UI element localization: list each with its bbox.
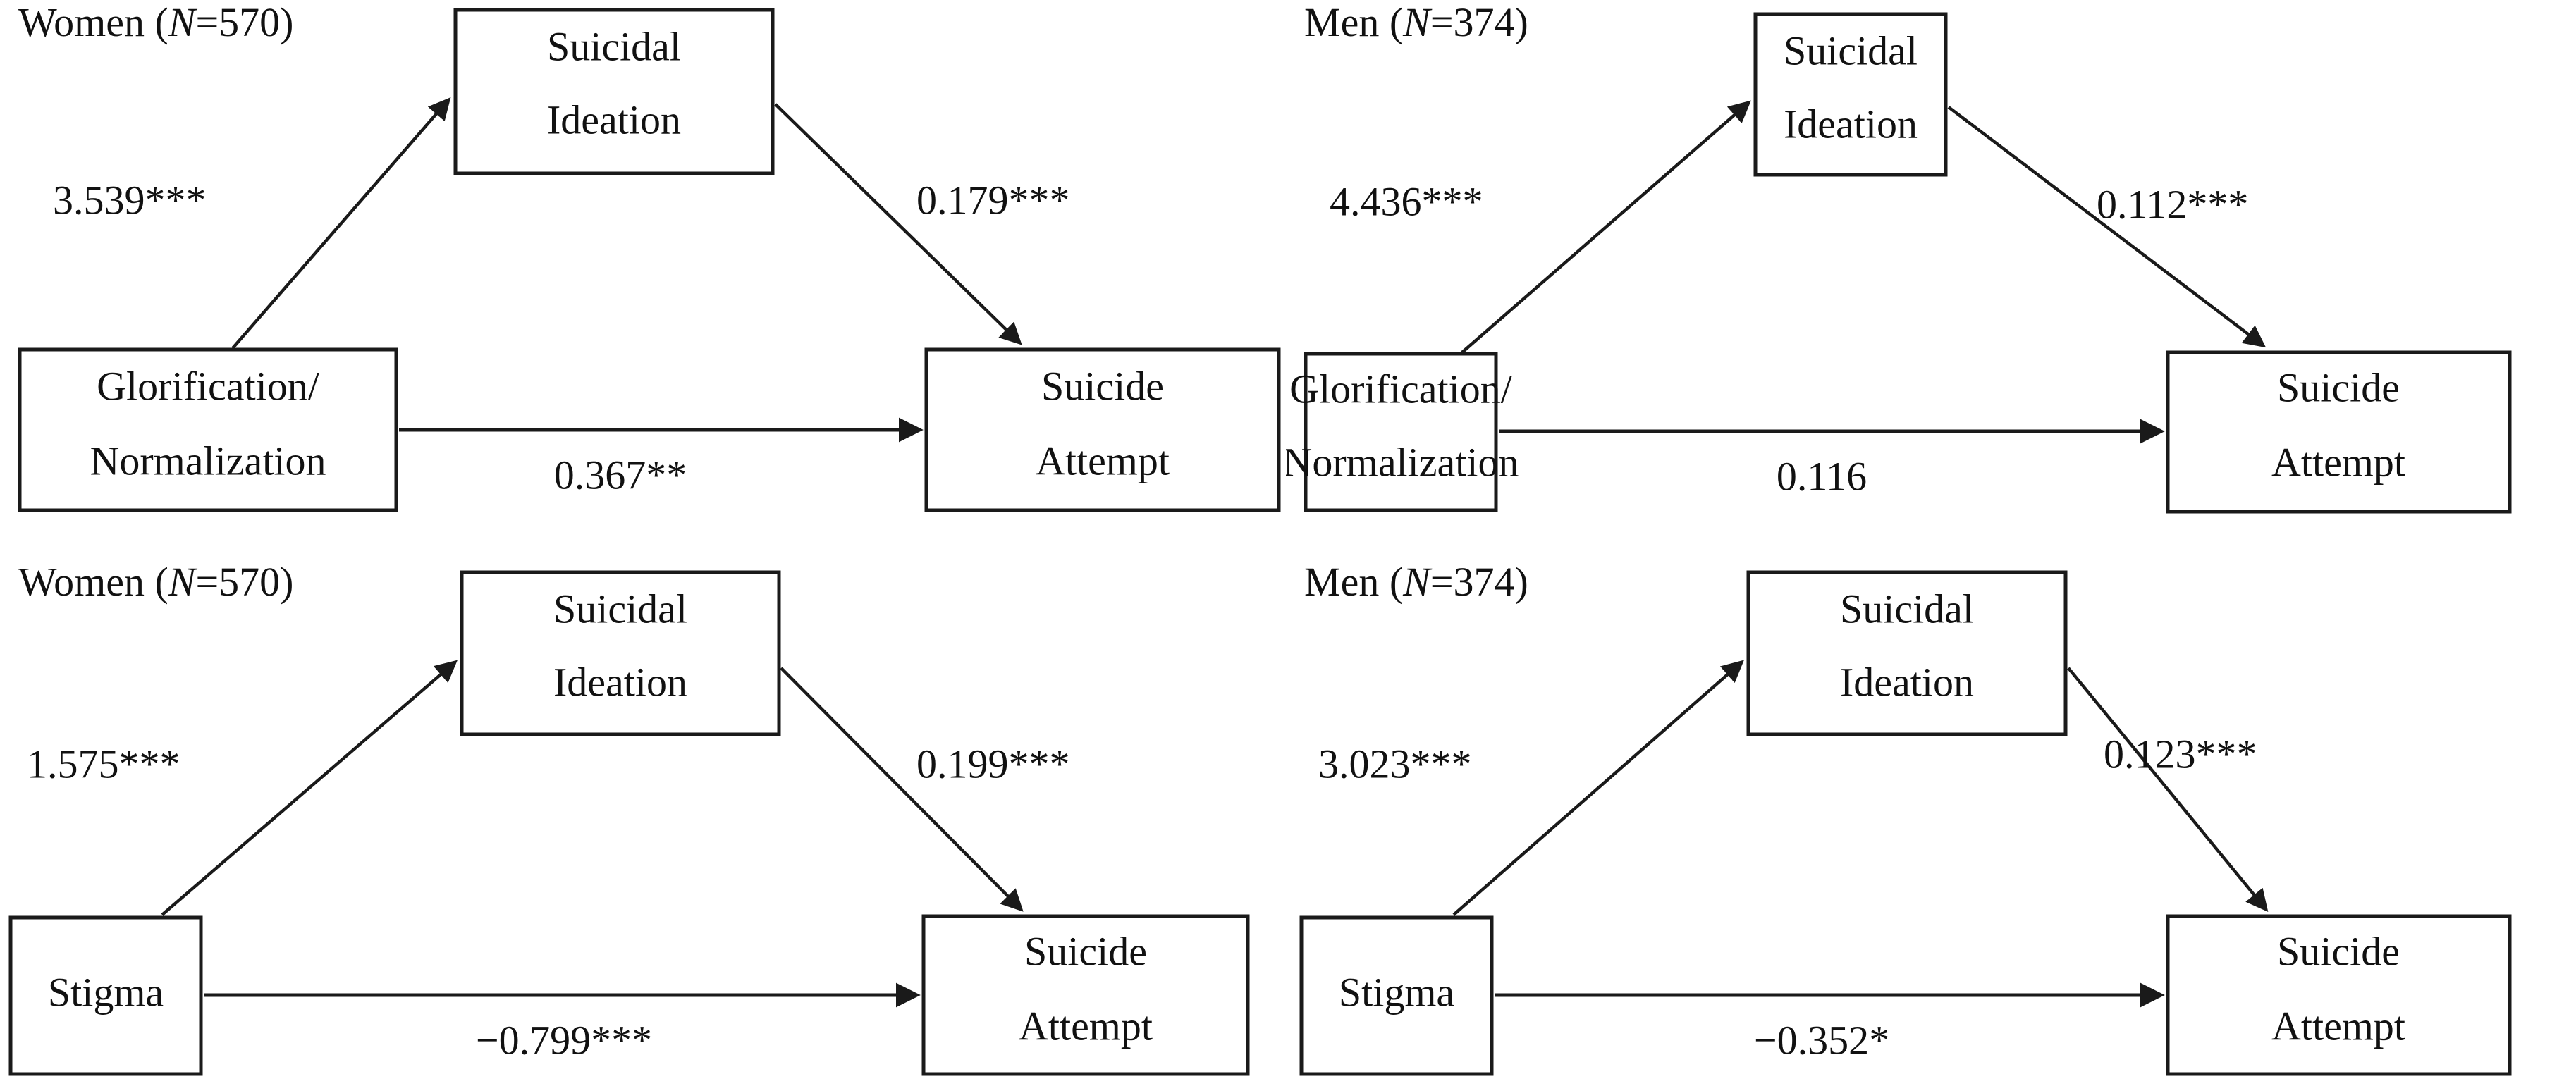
panel-1-path-b-arrow xyxy=(774,103,1022,345)
panel-3-path-c-label: −0.799*** xyxy=(476,1017,652,1063)
panel-2-path-a-label: 4.436*** xyxy=(1330,178,1483,224)
panel-4-outcome-label-line2: Attempt xyxy=(2271,1003,2405,1049)
panel-2-predictor-label-line2: Normalization xyxy=(1286,439,1519,485)
panel-1-path-a-arrow xyxy=(231,97,451,350)
panel-4-title-suffix: =374) xyxy=(1430,559,1528,605)
panel-4-outcome-label-line1: Suicide xyxy=(2277,928,2400,974)
panel-1-title: Women (N=570) xyxy=(18,0,294,45)
panel-3-outcome-label-line1: Suicide xyxy=(1024,928,1147,974)
panel-4-mediator-label-line2: Ideation xyxy=(1840,659,1974,705)
panel-1-title-italic-n: N xyxy=(168,0,198,45)
panel-2-outcome-box xyxy=(2166,350,2512,514)
panel-2-title-suffix: =374) xyxy=(1430,0,1528,45)
panel-3-mediator-label-line2: Ideation xyxy=(553,659,687,705)
panel-3-predictor-box xyxy=(8,915,203,1076)
panel-2-outcome-label-line2: Attempt xyxy=(2271,439,2405,485)
panel-2-mediator-label-line1: Suicidal xyxy=(1784,27,1918,73)
panel-4-path-c-label: −0.352* xyxy=(1754,1017,1889,1063)
panel-4-path-a-arrow xyxy=(1452,660,1744,916)
panel-1-predictor-label-line1: Glorification/ xyxy=(97,363,320,409)
panel-2-mediator-box xyxy=(1753,12,1948,177)
panel-4-mediator-box xyxy=(1746,570,2068,736)
panel-1-mediator-label-line1: Suicidal xyxy=(547,23,681,69)
panel-2-path-b-label: 0.112*** xyxy=(2097,181,2248,227)
panel-4-title: Men (N=374) xyxy=(1304,559,1528,605)
panel-4-title-prefix: Men ( xyxy=(1304,559,1403,605)
panel-2-path-c-label: 0.116 xyxy=(1777,453,1867,499)
panel-men-stigma: Men (N=374) Suicidal Ideation Stigma Sui… xyxy=(1286,557,2576,1086)
panel-3-outcome-label-line2: Attempt xyxy=(1019,1003,1153,1049)
panel-3-outcome-box xyxy=(921,914,1250,1076)
panel-3-canvas: Women (N=570) Suicidal Ideation Stigma S… xyxy=(8,559,1250,1076)
panel-4-canvas: Men (N=374) Suicidal Ideation Stigma Sui… xyxy=(1299,559,2512,1076)
panel-2-title-prefix: Men ( xyxy=(1304,0,1403,45)
panel-3-mediator-box xyxy=(460,570,781,736)
panel-2-title-italic-n: N xyxy=(1402,0,1433,45)
panel-1-outcome-box xyxy=(924,347,1281,512)
panel-1-path-b-label: 0.179*** xyxy=(916,177,1070,223)
panel-4-predictor-box xyxy=(1299,915,1494,1076)
panel-3-title-suffix: =570) xyxy=(195,559,293,605)
panel-1-predictor-box xyxy=(18,347,398,512)
panel-2-path-b-arrow xyxy=(1947,106,2267,348)
panel-3-mediator-label-line1: Suicidal xyxy=(553,586,687,631)
panel-women-glorification: Women (N=570) Suicidal Ideation Glorific… xyxy=(0,0,1290,543)
panel-1-title-suffix: =570) xyxy=(195,0,293,45)
panel-2-canvas: Men (N=374) Suicidal Ideation Glorificat… xyxy=(1286,0,2512,514)
panel-4-path-b-label: 0.123*** xyxy=(2104,731,2257,777)
panel-2-predictor-box xyxy=(1304,352,1498,512)
panel-1-title-prefix: Women ( xyxy=(18,0,168,45)
panel-1-path-a-label: 3.539*** xyxy=(53,177,207,223)
panel-3-path-b-label: 0.199*** xyxy=(916,741,1070,786)
panel-1-canvas: Women (N=570) Suicidal Ideation Glorific… xyxy=(18,0,1281,512)
panel-3-path-a-label: 1.575*** xyxy=(27,741,180,786)
panel-1-predictor-label-line2: Normalization xyxy=(90,438,326,483)
panel-2-predictor-label-line1: Glorification/ xyxy=(1289,366,1513,412)
panel-1-outcome-label-line1: Suicide xyxy=(1041,363,1164,409)
panel-2-title: Men (N=374) xyxy=(1304,0,1528,45)
panel-4-predictor-label-line1: Stigma xyxy=(1339,969,1454,1015)
panel-3-title: Women (N=570) xyxy=(18,559,294,605)
panel-4-path-a-label: 3.023*** xyxy=(1318,741,1472,786)
panel-1-outcome-label-line2: Attempt xyxy=(1036,438,1170,483)
panel-1-mediator-label-line2: Ideation xyxy=(547,97,681,142)
panel-4-mediator-label-line1: Suicidal xyxy=(1840,586,1974,631)
panel-2-outcome-label-line1: Suicide xyxy=(2277,364,2400,410)
panel-women-stigma: Women (N=570) Suicidal Ideation Stigma S… xyxy=(0,557,1290,1086)
panel-3-title-prefix: Women ( xyxy=(18,559,168,605)
panel-3-title-italic-n: N xyxy=(168,559,198,605)
panel-1-mediator-box xyxy=(453,8,775,175)
panel-4-title-italic-n: N xyxy=(1402,559,1433,605)
panel-4-path-b-arrow xyxy=(2067,667,2269,913)
panel-2-mediator-label-line2: Ideation xyxy=(1784,101,1918,147)
panel-1-path-c-label: 0.367** xyxy=(554,452,687,498)
panel-4-outcome-box xyxy=(2166,914,2512,1076)
panel-3-path-a-arrow xyxy=(161,660,458,916)
panel-3-predictor-label-line1: Stigma xyxy=(48,969,164,1015)
panel-men-glorification: Men (N=374) Suicidal Ideation Glorificat… xyxy=(1286,0,2576,543)
panel-3-path-b-arrow xyxy=(780,667,1024,912)
panel-2-path-a-arrow xyxy=(1461,100,1751,354)
